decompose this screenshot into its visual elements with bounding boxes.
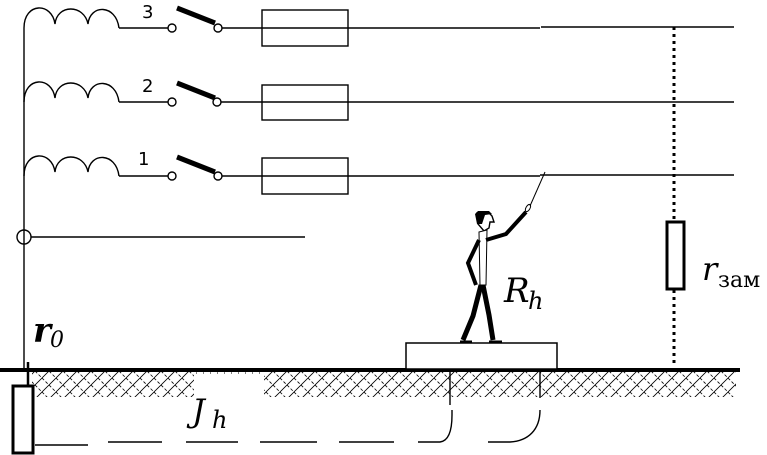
switch-blade[interactable] (176, 80, 216, 101)
human-resistance-subscript: h (528, 287, 543, 315)
insulating-platform (405, 342, 558, 370)
current-label: J (186, 392, 207, 430)
phase-label: 1 (138, 149, 149, 170)
fault-resistance-subscript: зам (718, 268, 760, 293)
neutral-resistance-label: r (33, 311, 53, 351)
switch-blade[interactable] (176, 5, 216, 26)
switch-contact (167, 97, 177, 107)
coil-icon (23, 81, 120, 103)
fault-resistance-label: r (702, 250, 719, 288)
phase-3: 3 (23, 2, 734, 47)
switch-pivot (213, 171, 223, 181)
phase-2: 2 (23, 76, 734, 121)
coil-icon (23, 7, 120, 29)
neutral-resistance-subscript: 0 (50, 328, 64, 353)
switch-pivot (212, 97, 222, 107)
switch-blade[interactable] (176, 154, 216, 175)
fuse (261, 9, 349, 47)
switch-contact (167, 23, 177, 33)
phase-label: 2 (142, 76, 153, 97)
fuse (261, 84, 349, 121)
ground-hatch (32, 372, 194, 397)
fault-resistor (665, 220, 686, 291)
ground-electrode (11, 384, 35, 455)
phase-label: 3 (142, 2, 153, 23)
person-icon (460, 171, 546, 344)
current-path (35, 372, 541, 446)
human-resistance-label: R (503, 271, 530, 311)
ground-hatch (264, 372, 736, 397)
current-subscript: h (212, 406, 227, 434)
switch-pivot (213, 23, 223, 33)
coil-icon (23, 155, 120, 177)
phase-1: 1 (23, 149, 734, 195)
switch-contact (167, 171, 177, 181)
fuse (261, 157, 349, 195)
